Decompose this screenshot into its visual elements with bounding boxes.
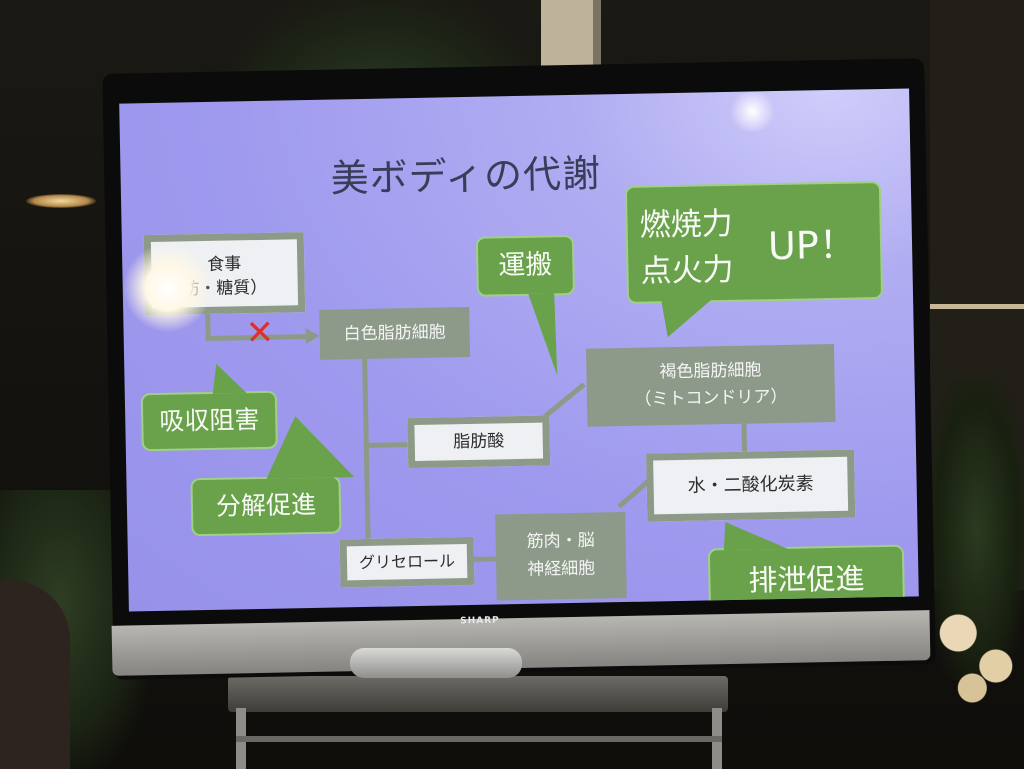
brown-fat-to-water-line [741,423,748,454]
burn-power-label: 燃焼力 [639,205,733,244]
trunk-line [362,358,371,555]
glycerol-to-muscle-line [473,556,499,562]
callout-transport: 運搬 [475,234,575,297]
tv-stand-top [228,676,728,712]
callout-absorption-inhibition: 吸収阻害 [140,390,278,452]
fatty-acid-box: 脂肪酸 [407,415,551,469]
lamp-glare-reflection [121,241,214,334]
tv-stand-shelf [236,736,722,742]
water-co2-box: 水・二酸化炭素 [646,449,856,522]
callout-absorption-tail [212,363,247,394]
soundbar [350,648,522,678]
callout-excretion-tail [723,520,788,551]
glycerol-box: グリセロール [339,536,475,588]
slide-title: 美ボディの代謝 [330,151,602,201]
muscle-brain-label: 筋肉・脳 [526,530,595,552]
tv-brand-logo: SHARP [460,615,500,627]
pillar-edge [593,0,601,110]
white-fat-cell-box: 白色脂肪細胞 [319,306,471,360]
ignition-power-label: 点火力 [640,251,734,290]
brown-fat-cell-box: 褐色脂肪細胞 （ミトコンドリア） [585,343,836,427]
ceiling-lamp [26,194,96,208]
callout-decomposition-tail [265,415,355,479]
branch-to-fatty-acid [363,442,408,448]
tv-screen-slide: 美ボディの代謝 食事 肪・糖質） ✕ 白色脂肪細胞 脂肪酸 褐色脂肪細胞 （ミト… [119,88,919,612]
up-label: UP！ [767,222,858,269]
wall-light-strip [930,304,1024,309]
fatty-acid-to-brown-fat-line [543,382,586,418]
ceiling-light-reflection [727,90,778,132]
audience-head-silhouette [0,580,70,769]
callout-decomposition-promotion: 分解促進 [190,475,342,537]
orchid-flowers [930,600,1024,710]
callout-burn-ignition-up: 燃焼力 点火力 UP！ [624,181,884,304]
blocked-cross-mark: ✕ [245,312,275,354]
absorption-arrow-head [305,327,320,345]
nerve-cell-label: 神経細胞 [527,558,596,580]
mitochondria-label: （ミトコンドリア） [634,386,788,410]
muscle-brain-nerve-box: 筋肉・脳 神経細胞 [495,511,627,601]
callout-burn-tail [661,298,714,338]
callout-transport-tail [528,293,574,376]
